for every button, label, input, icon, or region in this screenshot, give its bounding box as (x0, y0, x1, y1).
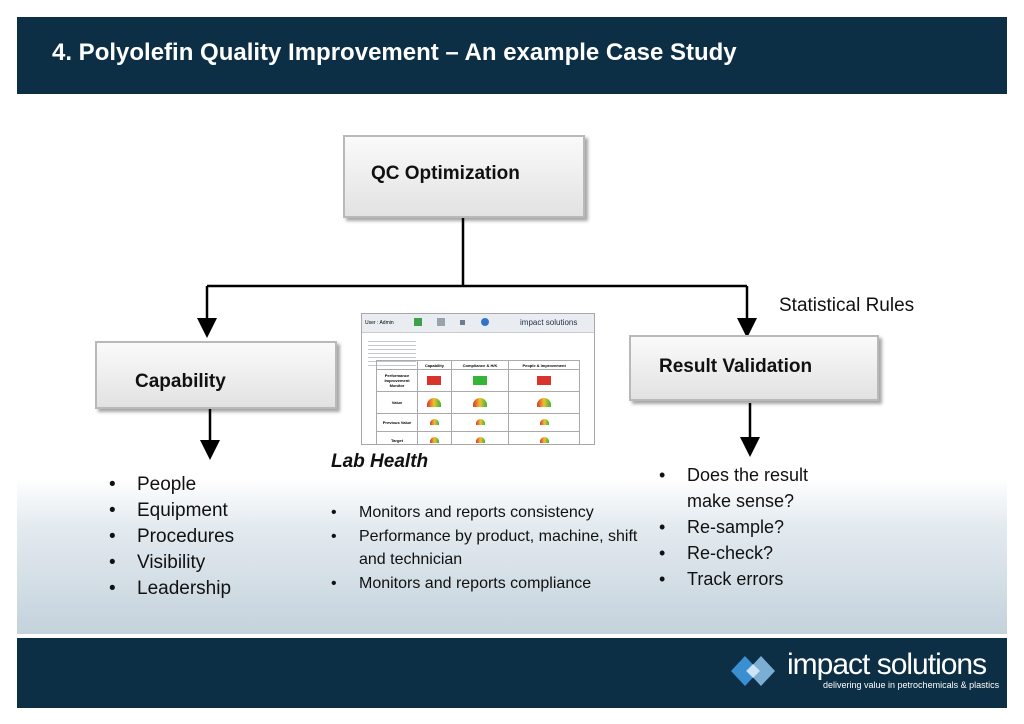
dashboard-brand: impact solutions (520, 318, 578, 327)
help-icon (481, 318, 489, 326)
dashboard-row-label: Previous Value (376, 413, 418, 432)
validation-list: Does the result make sense? Re-sample? R… (659, 462, 849, 592)
qc-optimization-label: QC Optimization (371, 163, 520, 184)
capability-box: Capability (95, 341, 337, 409)
dashboard-user: User : Admin (365, 320, 394, 326)
list-item: Re-sample? (659, 514, 849, 540)
dashboard-col: Compliance & H/K (450, 360, 510, 370)
result-validation-box: Result Validation (629, 335, 879, 401)
list-item: People (109, 472, 234, 498)
gauge-icon (473, 397, 487, 407)
footer-logo-tagline: delivering value in petrochemicals & pla… (823, 680, 1000, 690)
lab-health-list: Monitors and reports consistency Perform… (331, 501, 641, 595)
dashboard-toolbar: User : Admin impact solutions (362, 314, 594, 333)
dashboard-row-label: Value (376, 391, 418, 414)
gauge-icon (539, 419, 549, 425)
list-item: Monitors and reports compliance (331, 572, 641, 596)
dashboard-table: Capability Compliance & H/K People & Imp… (376, 360, 580, 444)
qc-optimization-box: QC Optimization (343, 135, 585, 218)
statistical-rules-note: Statistical Rules (779, 295, 915, 316)
list-item: Performance by product, machine, shift a… (331, 525, 641, 572)
footer-logo-name: impact solutions (787, 648, 987, 681)
list-item: Monitors and reports consistency (331, 501, 641, 525)
header-bar: 4. Polyolefin Quality Improvement – An e… (17, 17, 1007, 94)
status-flag-icon (537, 375, 552, 385)
gauge-icon (427, 397, 442, 407)
gauge-icon (475, 437, 485, 443)
dashboard-row-label: Target (376, 431, 418, 444)
gauge-icon (539, 437, 549, 443)
page-title: 4. Polyolefin Quality Improvement – An e… (52, 39, 737, 66)
gauge-icon (537, 397, 552, 407)
settings-icon (460, 320, 465, 325)
list-item: Re-check? (659, 540, 849, 566)
list-item: Does the result make sense? (659, 462, 849, 514)
refresh-icon (414, 318, 422, 326)
gauge-icon (429, 419, 439, 425)
lab-health-title: Lab Health (331, 451, 429, 472)
gauge-icon (429, 437, 439, 443)
dashboard-row-label: Performance Improvement Monitor (376, 369, 418, 392)
list-item: Leadership (109, 576, 234, 602)
status-flag-icon (473, 375, 487, 385)
capability-label: Capability (135, 371, 226, 392)
list-item: Equipment (109, 498, 234, 524)
list-item: Visibility (109, 550, 234, 576)
dashboard-screenshot: User : Admin impact solutions Capability… (361, 313, 595, 445)
gauge-icon (475, 419, 485, 425)
impact-solutions-logo-icon (731, 656, 775, 686)
status-flag-icon (427, 375, 442, 385)
dashboard-col: People & Improvement (508, 360, 580, 370)
footer-bar: impact solutions delivering value in pet… (17, 638, 1007, 708)
tools-icon (437, 318, 445, 326)
capability-list: People Equipment Procedures Visibility L… (109, 472, 234, 602)
result-validation-label: Result Validation (659, 356, 813, 377)
list-item: Procedures (109, 524, 234, 550)
list-item: Track errors (659, 566, 849, 592)
dashboard-col: Capability (417, 360, 452, 370)
